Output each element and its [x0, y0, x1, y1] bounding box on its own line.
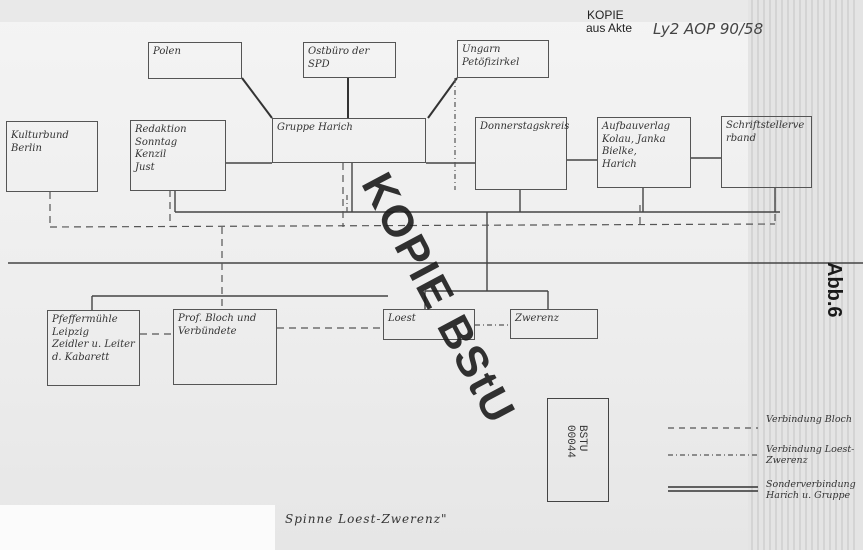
box-pfeffermuehle: Pfeffermühle Leipzig Zeidler u. Leiter d…: [47, 310, 140, 386]
bstu-archive-stamp-text: BSTU 00044: [564, 425, 588, 459]
bstu-archive-stamp: BSTU 00044: [547, 398, 609, 502]
box-prof-bloch: Prof. Bloch und Verbündete: [173, 309, 277, 385]
box-ungarn: Ungarn Petöfizirkel: [457, 40, 549, 78]
aus-akte-label: aus Akte: [586, 21, 633, 35]
legend-sonderverbindung: Sonderverbindung Harich u. Gruppe: [766, 479, 856, 502]
box-polen: Polen: [148, 42, 242, 79]
akte-reference: Ly2 AOP 90/58: [653, 20, 764, 38]
kopie-stamp-label: KOPIE: [587, 8, 624, 22]
box-zwerenz: Zwerenz: [510, 309, 598, 339]
box-kulturbund: Kulturbund Berlin: [6, 121, 98, 192]
diagram-title: Spinne Loest-Zwerenz": [285, 512, 448, 526]
box-ostbuero: Ostbüro der SPD: [303, 42, 396, 78]
legend-loest-zwerenz: Verbindung Loest-Zwerenz: [766, 444, 855, 467]
figure-number: Abb.6: [823, 262, 845, 318]
box-redaktion: Redaktion Sonntag Kenzil Just: [130, 120, 226, 191]
legend-bloch: Verbindung Bloch: [766, 414, 852, 425]
box-gruppe-harich: Gruppe Harich: [272, 118, 426, 163]
box-aufbauverlag: Aufbauverlag Kolau, Janka Bielke, Harich: [597, 117, 691, 188]
box-schriftsteller: Schriftstellerverband: [721, 116, 812, 188]
box-loest: Loest: [383, 309, 475, 340]
box-donnerstagskreis: Donnerstagskreis: [475, 117, 569, 190]
